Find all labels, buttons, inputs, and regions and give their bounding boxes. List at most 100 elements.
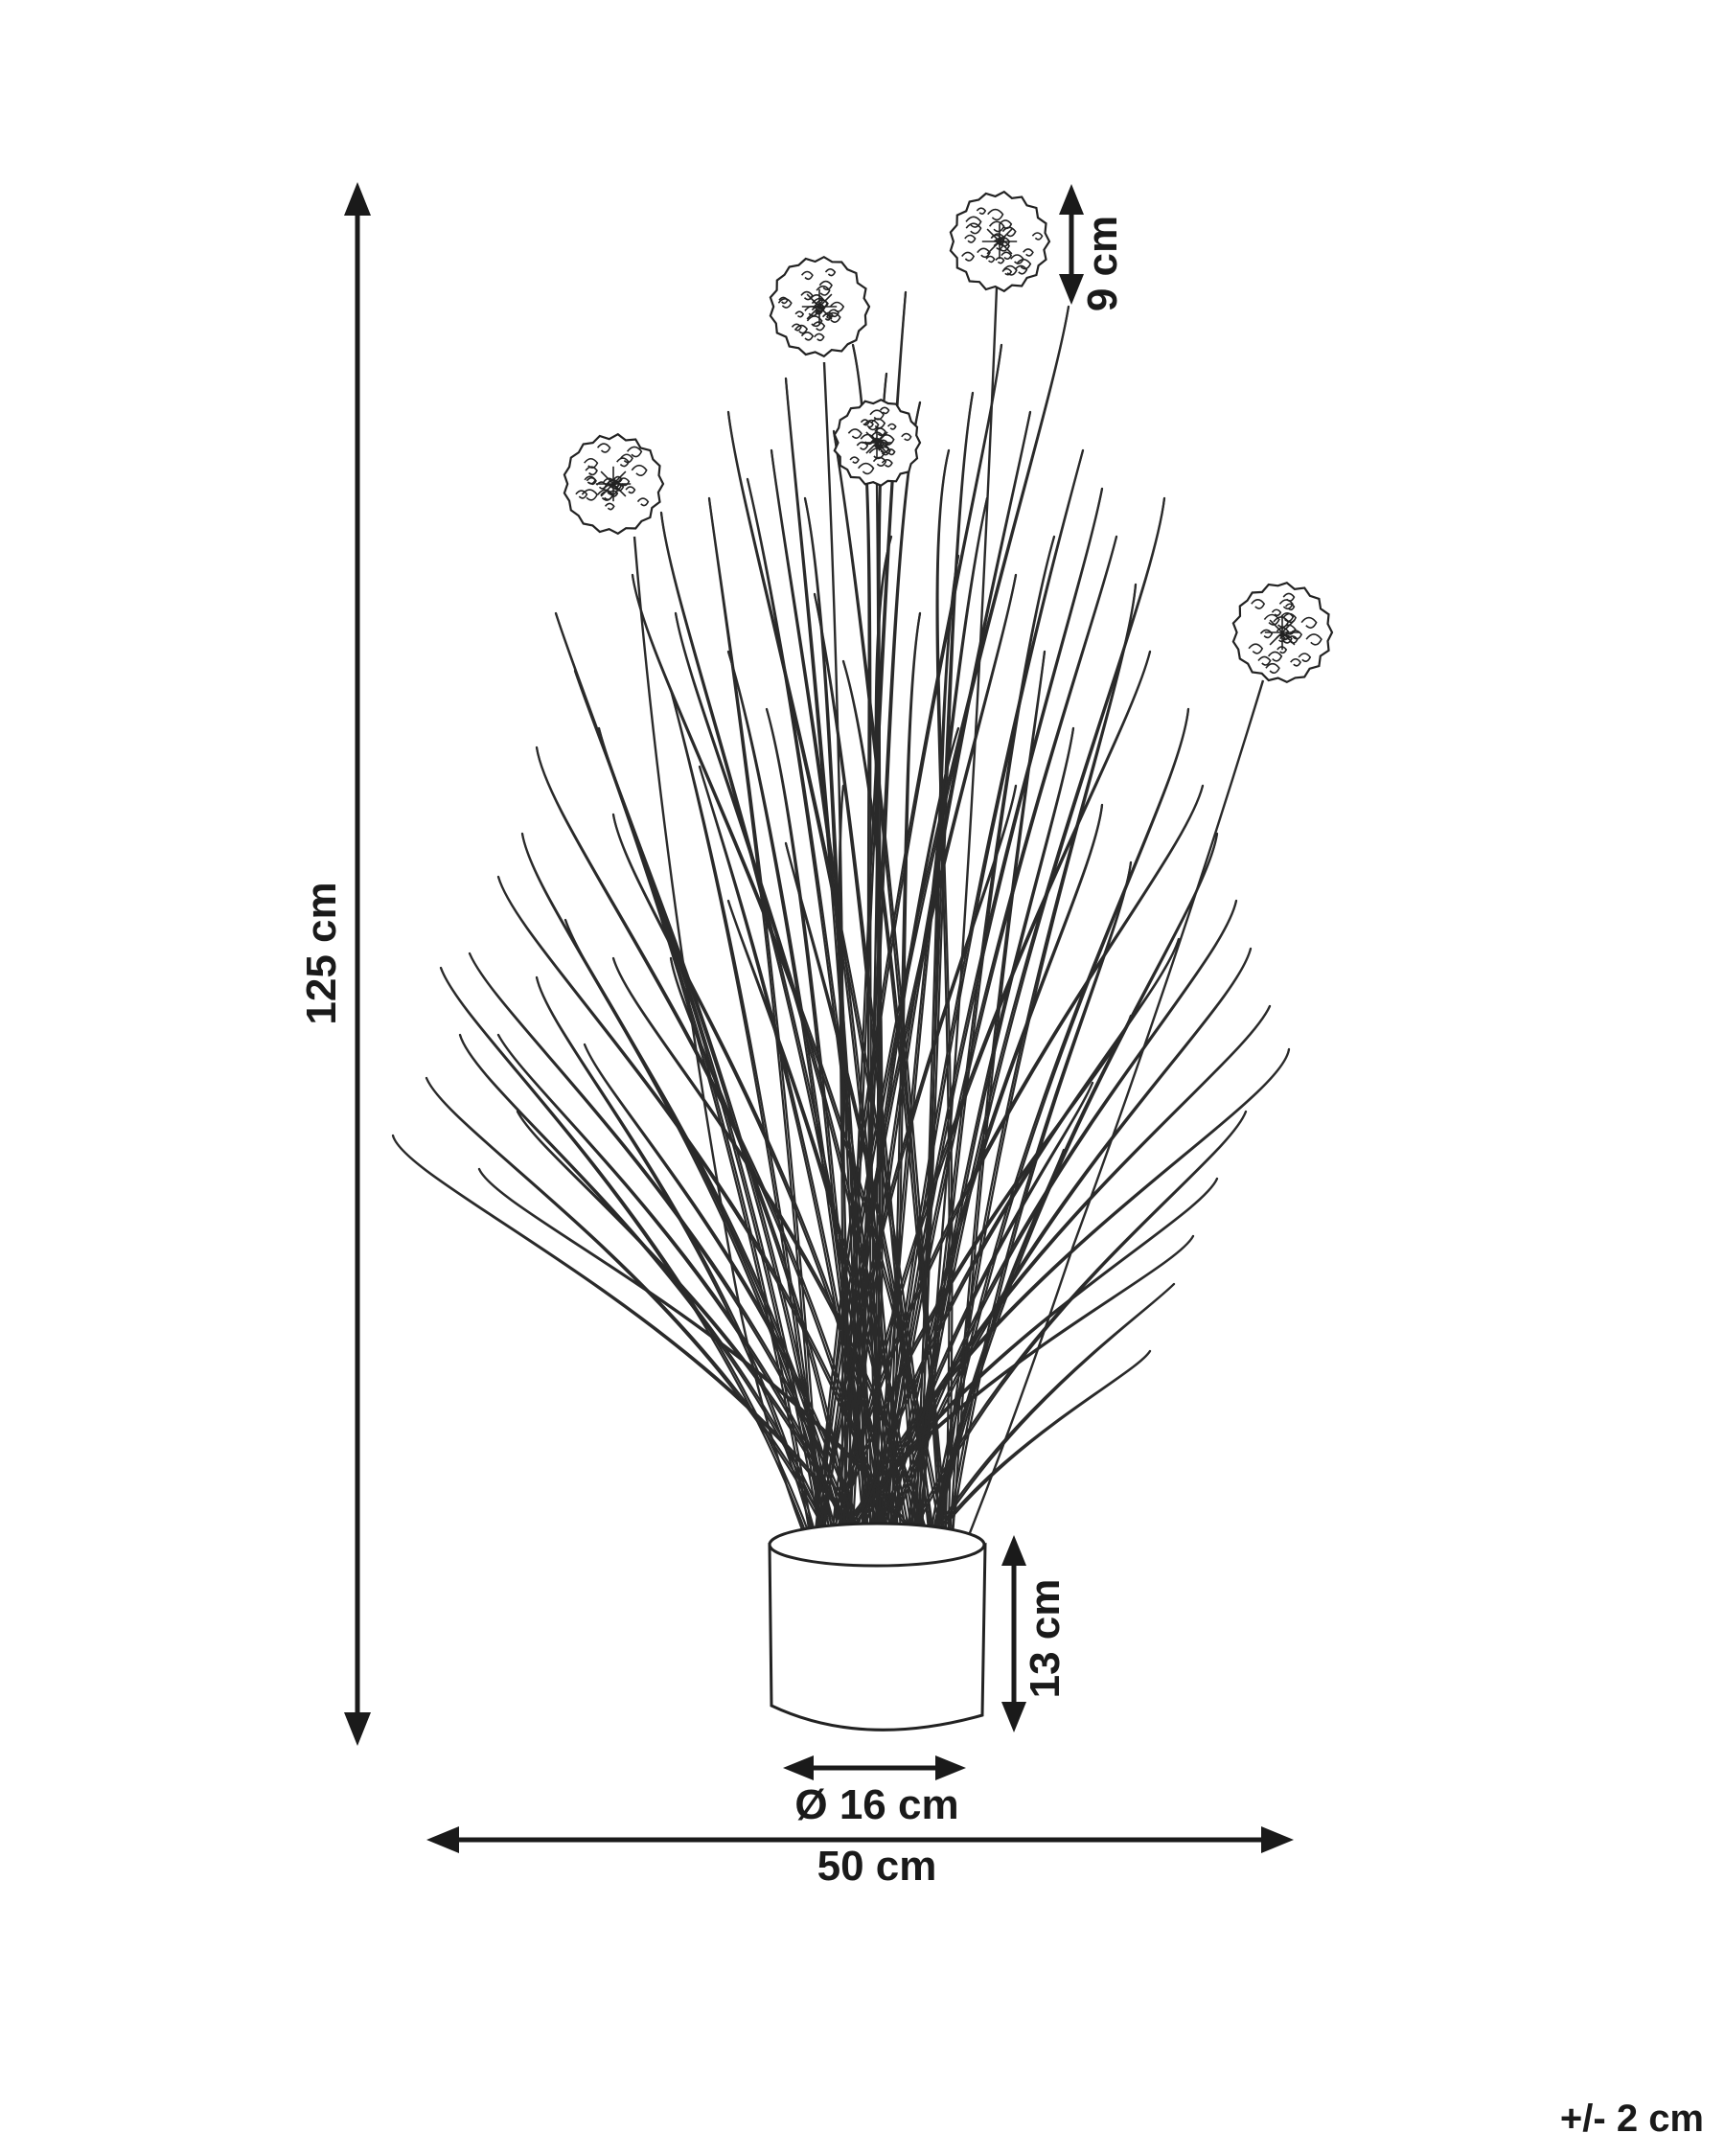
flower-floret [874,427,886,437]
flower-center-ray [818,293,833,308]
allium-flower-head [833,398,922,488]
flower-floret [814,333,825,342]
grass-blade-edge [949,650,1046,1574]
flower-floret [794,310,805,318]
grass-blade-edge [846,937,1181,1572]
flower-center-ray [876,431,888,444]
grass-blade-edge [439,966,825,1576]
flower-floret [613,475,623,483]
flower-diameter-dimension: 9 cm [1059,184,1126,311]
flower-floret [860,433,876,446]
flower-floret [625,486,636,494]
grass-blade-edge [885,803,1104,1571]
grass-blade-edge [726,410,937,1572]
flower-floret [965,216,982,228]
flower-floret [585,466,598,476]
flower-floret [1257,655,1272,666]
flower-floret [636,497,650,507]
flower-floret [985,255,996,264]
flower-center-ray [999,241,1013,255]
grass-blade-edge [888,611,922,1574]
flower-floret [1001,267,1013,276]
grass-blade-edge [927,1148,1066,1570]
height-dimension: 125 cm [298,182,371,1746]
flower-floret [586,476,597,486]
grass-blade-edge [784,841,939,1570]
flower-floret [961,251,976,262]
flower-floret [829,301,845,312]
grass-blade-edge [726,899,917,1572]
flower-floret [620,453,633,464]
grass-blade-edge [816,784,1018,1573]
flower-floret [824,268,837,277]
grass-blade-edge [873,496,989,1576]
flower-floret [1278,599,1294,610]
flower-floret [1300,616,1318,629]
flower-floret [868,447,886,460]
flower-floret [816,285,831,296]
flower-floret [827,309,840,318]
flower-floret [596,443,611,453]
flower-center-ray [865,431,878,444]
grass-blade-edge [872,535,893,1569]
flower-floret [901,432,912,442]
flower-center-ray [600,470,614,485]
flower-floret [849,456,860,464]
flower-center-ray [1281,631,1296,646]
grass-blade [439,966,822,1576]
flower-floret [575,490,588,499]
flower-floret [965,222,982,235]
flower-floret [857,462,875,475]
flower-center-ray [806,293,820,308]
grass-blade-edge [875,487,1104,1576]
grass-blade-edge [818,573,1018,1571]
flower-floret [1290,657,1301,667]
flower-floret [1305,633,1322,646]
flower-floret [800,290,814,301]
pot-diameter-label: Ø 16 cm [794,1781,958,1828]
allium-flowers [563,190,1334,684]
flower-floret [847,428,862,439]
grass-blade-edge [843,1004,1272,1571]
flower-floret [1284,603,1296,611]
grass-blade-edge [945,860,1133,1573]
grass-blade-edge [669,956,860,1569]
grass-blade-edge [813,592,924,1577]
grass-blade-edge [829,726,960,1575]
flower-floret [976,207,987,215]
grass-blade-edge [869,1081,1094,1576]
flower-floret [791,323,802,332]
flower-floret [1298,653,1312,663]
flower-floret [818,280,833,291]
flower-floret [777,298,793,309]
flower-floret [987,208,1004,221]
grass-blade-edge [833,650,1152,1575]
width-dimension: 50 cm [426,1826,1294,1890]
allium-flower-head [563,432,665,536]
grass-blade-edge [669,688,831,1577]
flower-center-ray [1269,631,1283,646]
flower-floret [999,219,1013,230]
flower-floret [1000,251,1013,261]
flower-floret [977,247,991,259]
allium-flower-head [949,190,1051,293]
width-label: 50 cm [817,1843,937,1890]
flower-floret [1016,258,1032,270]
flower-floret [1265,662,1280,675]
flower-floret [825,311,841,323]
flower-floret [1263,613,1280,626]
flower-floret [1282,612,1298,624]
allium-flower-head [1231,581,1334,684]
flower-floret [1259,629,1274,639]
flower-center-ray [986,241,1000,255]
pot [768,1522,987,1732]
flower-floret [1002,264,1018,276]
flower-floret [581,489,599,501]
flower-stems [632,287,1265,1563]
flower-floret [616,457,630,468]
grass-blade-edge [564,918,857,1569]
flower-floret [604,502,615,511]
flower-floret [870,418,886,429]
grass-blade-edge [516,1110,868,1570]
flower-floret [595,481,608,490]
